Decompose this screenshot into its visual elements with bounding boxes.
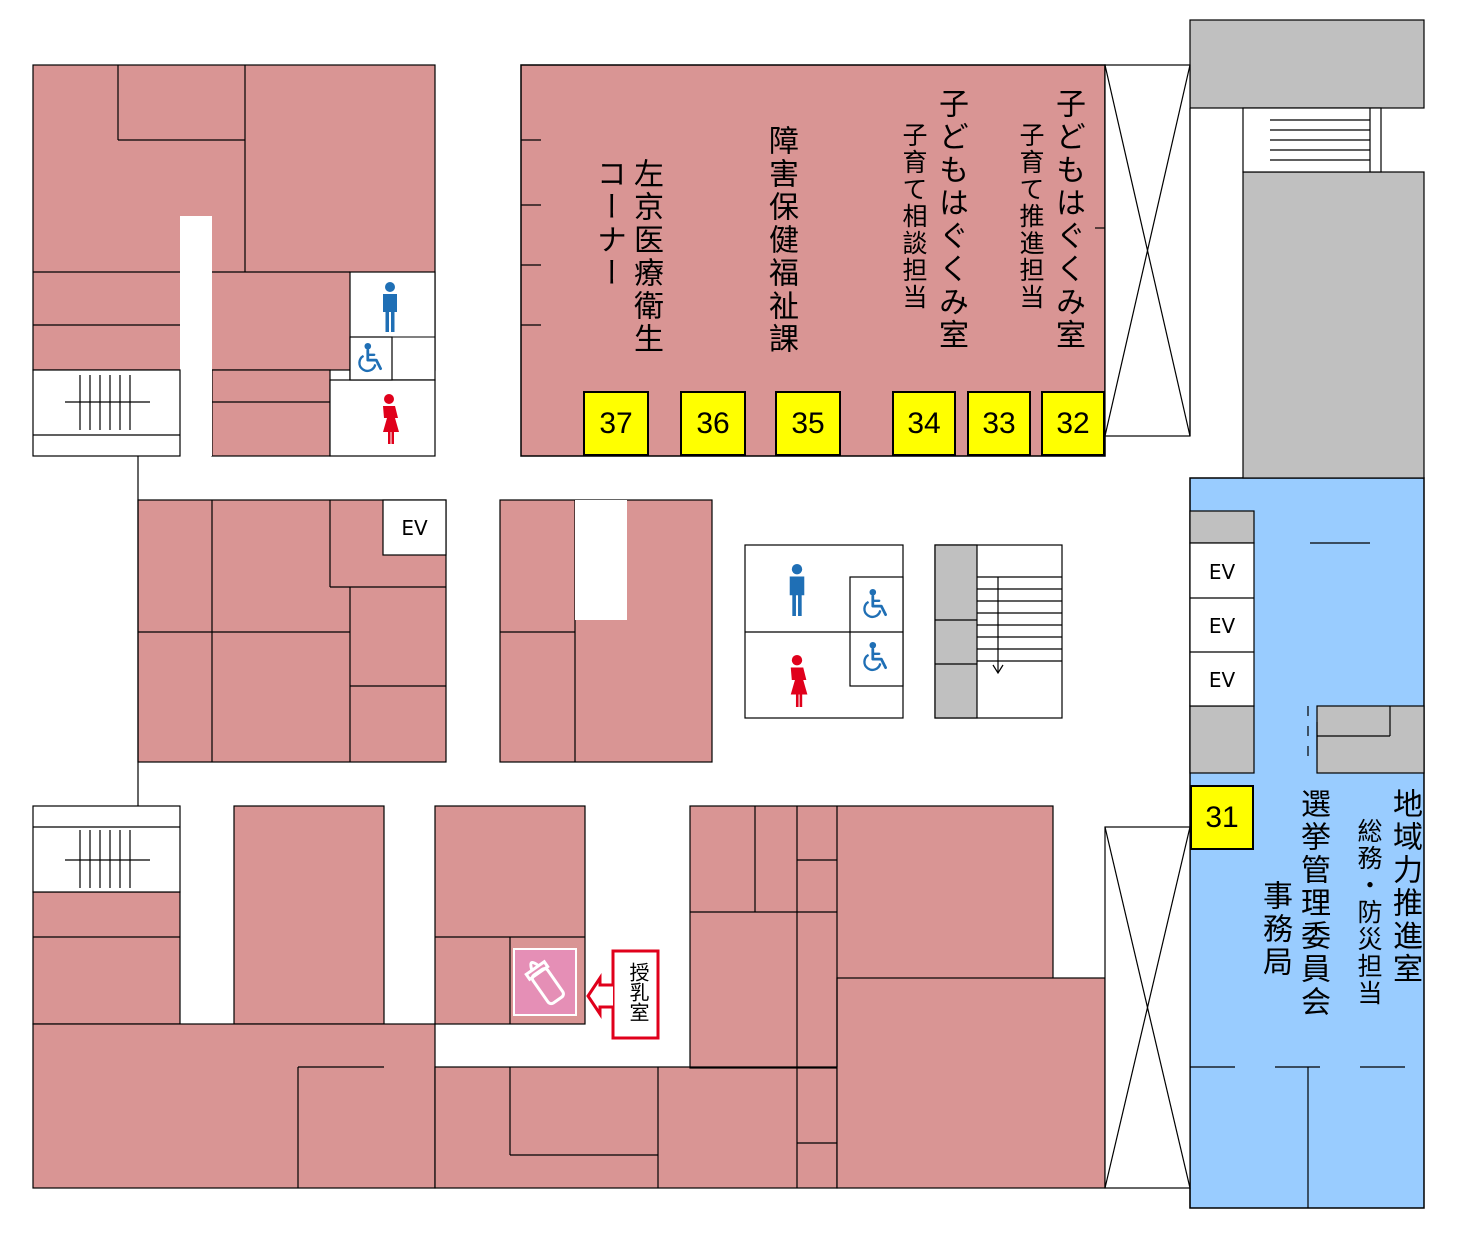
room-bottom-right: [689, 805, 1106, 1189]
room-top-center: [520, 64, 1106, 457]
counter-37: 37: [583, 391, 649, 456]
label-shogai: 障害保健福祉課: [763, 125, 798, 356]
counter-33: 33: [967, 391, 1031, 456]
label-kodomo-a-title: 子どもはぐくみ室: [933, 88, 968, 352]
elevator-label: EV: [1208, 613, 1236, 638]
stairs-top-left: [33, 375, 180, 436]
label-kodomo-b-sub: 子育て推進担当: [1016, 122, 1045, 311]
restroom-middle: [744, 544, 904, 719]
label-kodomo-a-sub: 子育て相談担当: [899, 122, 928, 311]
label-chiiki-title: 地域力推進室: [1387, 788, 1422, 986]
open-atrium-bottom: [1104, 826, 1191, 1189]
label-sakyo: 左京医療衛生: [628, 158, 663, 356]
counter-35: 35: [775, 391, 841, 456]
label-nursing-room: 授乳室: [626, 962, 650, 1022]
counter-36: 36: [680, 391, 746, 456]
label-senkyo-title: 選挙管理委員会: [1295, 788, 1330, 1019]
room-bottom-left: [32, 805, 436, 1189]
elevator-label: EV: [401, 515, 428, 540]
nursing-room-sign: [586, 949, 660, 1040]
label-senkyo-sub: 事務局: [1257, 880, 1292, 979]
baby-bottle-icon: [513, 948, 577, 1016]
label-kodomo-b-title: 子どもはぐくみ室: [1050, 88, 1085, 352]
stairs-bottom-left: [33, 826, 180, 888]
label-corner: コーナー: [591, 158, 626, 290]
counter-34: 34: [892, 391, 956, 456]
stairs-middle: [934, 544, 1063, 719]
elevator-label: EV: [1208, 559, 1236, 584]
label-chiiki-sub: 総務・防災担当: [1354, 818, 1383, 1007]
service-area-right: [1189, 19, 1425, 774]
counter-31: 31: [1190, 785, 1254, 850]
elevator-label: EV: [1208, 667, 1236, 692]
stairs-right: [1242, 107, 1382, 173]
counter-32: 32: [1041, 391, 1105, 456]
open-atrium-top: [1104, 64, 1191, 437]
